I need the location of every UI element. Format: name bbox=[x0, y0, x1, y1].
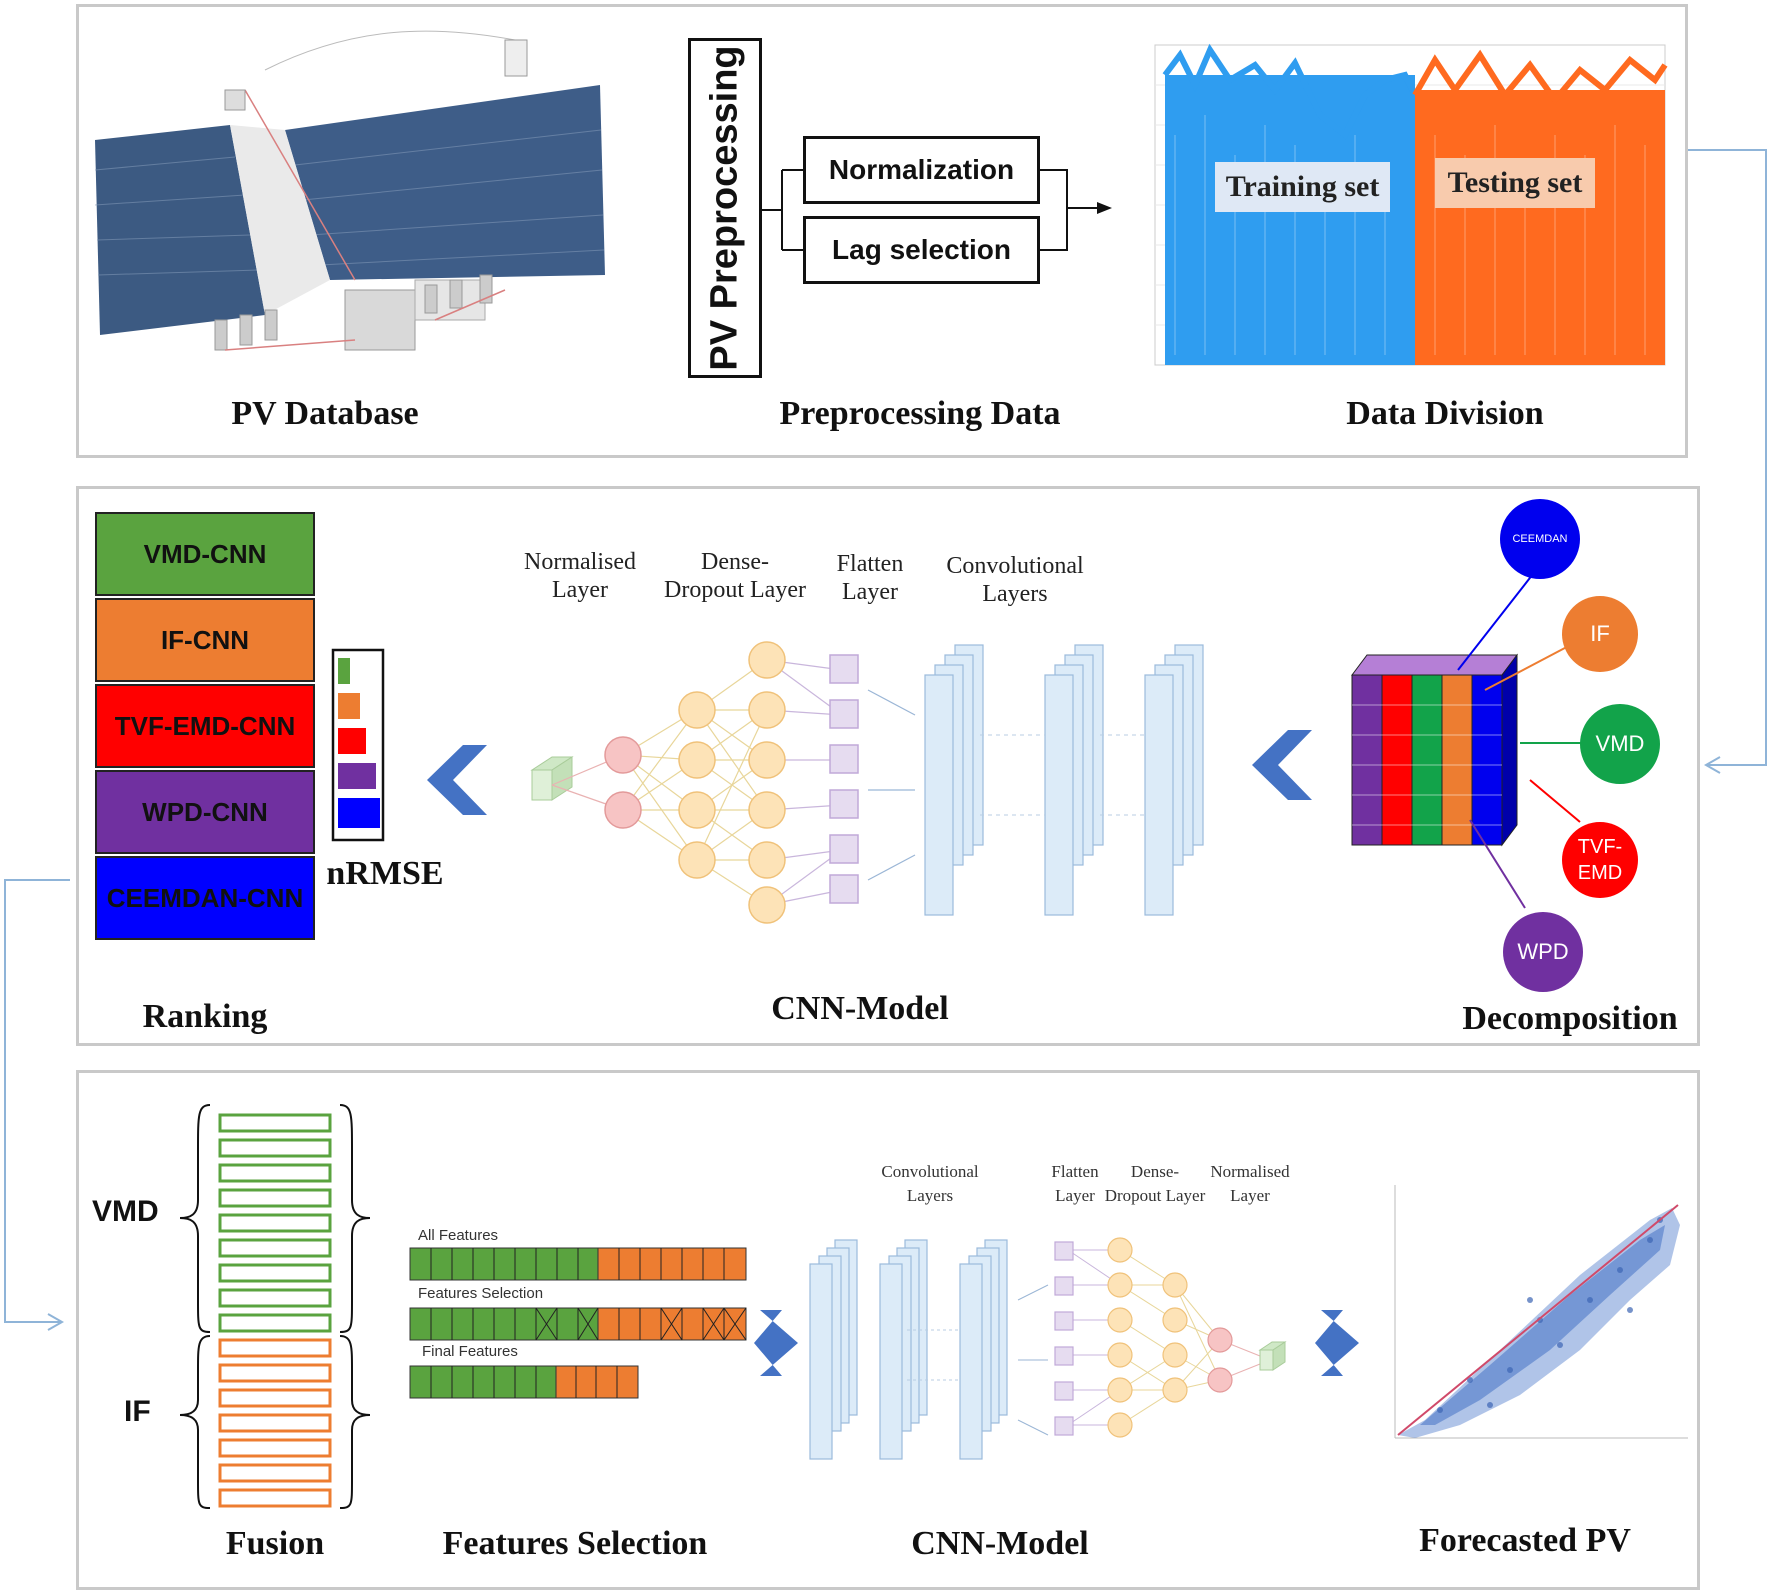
connector-right bbox=[1688, 149, 1767, 774]
forecasted-pv-caption: Forecasted PV bbox=[1419, 1522, 1631, 1559]
chevron-right-icon bbox=[1315, 1310, 1359, 1376]
pv-preprocessing-label: PV Preprocessing bbox=[703, 45, 746, 371]
method-label: VMD bbox=[1595, 731, 1645, 756]
ranking-stack: VMD-CNN IF-CNN TVF-EMD-CNN WPD-CNN CEEMD… bbox=[95, 512, 315, 942]
chevron-left-icon bbox=[427, 745, 487, 815]
convolutional-layers-label-bottom: Convolutional Layers bbox=[881, 1162, 979, 1205]
decomposition-cube bbox=[1351, 653, 1518, 847]
lag-selection-box: Lag selection bbox=[803, 216, 1040, 284]
preprocessing-connectors bbox=[762, 169, 1112, 251]
final-features-label: Final Features bbox=[422, 1343, 518, 1360]
ranking-item: VMD-CNN bbox=[95, 512, 315, 596]
nrmse-bar bbox=[338, 658, 350, 684]
ranking-item: CEEMDAN-CNN bbox=[95, 856, 315, 940]
decomposition-links bbox=[1457, 564, 1588, 909]
method-vmd: VMD bbox=[1580, 704, 1660, 784]
method-label: IF bbox=[1590, 621, 1610, 646]
features-bars bbox=[409, 1247, 747, 1399]
ranking-item: TVF-EMD-CNN bbox=[95, 684, 315, 768]
nrmse-chart bbox=[331, 648, 385, 842]
method-tvf-emd: TVF- EMD bbox=[1562, 822, 1638, 898]
nrmse-label: nRMSE bbox=[326, 855, 444, 892]
ranking-item: WPD-CNN bbox=[95, 770, 315, 854]
preprocessing-caption: Preprocessing Data bbox=[779, 395, 1061, 432]
forecast-scatter-plot bbox=[1380, 1180, 1690, 1450]
method-label: CEEMDAN bbox=[1512, 533, 1568, 545]
method-label: TVF- EMD bbox=[1577, 836, 1623, 884]
nrmse-bar bbox=[338, 798, 380, 828]
vmd-label: VMD bbox=[92, 1195, 159, 1228]
normalised-layer-label: Normalised Layer bbox=[524, 549, 636, 603]
chevron-left-icon bbox=[1252, 730, 1312, 800]
ranking-item-label: WPD-CNN bbox=[142, 796, 268, 827]
normalised-layer-label-bottom: Normalised Layer bbox=[1210, 1162, 1290, 1205]
testing-set-label: Testing set bbox=[1435, 158, 1595, 208]
ranking-item-label: IF-CNN bbox=[160, 624, 250, 655]
dense-dropout-layer-label: Dense- Dropout Layer bbox=[664, 549, 806, 603]
features-selection-caption: Features Selection bbox=[442, 1525, 708, 1562]
flatten-layer-label-bottom: Flatten Layer bbox=[1051, 1162, 1099, 1205]
normalization-box: Normalization bbox=[803, 136, 1040, 204]
ranking-caption: Ranking bbox=[142, 998, 268, 1035]
ranking-item-label: VMD-CNN bbox=[143, 538, 267, 569]
pv-database-caption: PV Database bbox=[231, 395, 419, 432]
pv-preprocessing-box: PV Preprocessing bbox=[688, 38, 762, 378]
method-label: WPD bbox=[1517, 939, 1569, 964]
cnn-network-diagram bbox=[530, 641, 1204, 924]
ranking-item: IF-CNN bbox=[95, 598, 315, 682]
connector-left bbox=[4, 879, 70, 1331]
nrmse-bar bbox=[338, 763, 376, 789]
dense-dropout-layer-label-bottom: Dense- Dropout Layer bbox=[1104, 1162, 1206, 1205]
pv-plant-illustration bbox=[94, 30, 605, 351]
cnn-network-diagram-bottom bbox=[809, 1237, 1287, 1460]
features-selection-label: Features Selection bbox=[418, 1285, 544, 1302]
data-division-caption: Data Division bbox=[1346, 395, 1544, 432]
flatten-layer-label: Flatten Layer bbox=[836, 551, 904, 605]
fusion-caption: Fusion bbox=[225, 1525, 325, 1562]
nrmse-bar bbox=[338, 693, 360, 719]
cnn-model-caption-middle: CNN-Model bbox=[771, 990, 949, 1027]
if-label: IF bbox=[124, 1395, 151, 1428]
method-if: IF bbox=[1562, 596, 1638, 672]
convolutional-layers-label: Convolutional Layers bbox=[946, 553, 1084, 607]
method-ceemdan: CEEMDAN bbox=[1500, 499, 1580, 579]
all-features-label: All Features bbox=[418, 1227, 499, 1244]
fusion-stacks bbox=[179, 1104, 371, 1509]
method-wpd: WPD bbox=[1503, 912, 1583, 992]
chevron-right-icon bbox=[754, 1310, 798, 1376]
decomposition-caption: Decomposition bbox=[1462, 1000, 1678, 1037]
ranking-item-label: CEEMDAN-CNN bbox=[106, 882, 304, 913]
training-set-label: Training set bbox=[1215, 162, 1390, 212]
cnn-model-caption-bottom: CNN-Model bbox=[911, 1525, 1089, 1562]
nrmse-bar bbox=[338, 728, 366, 754]
ranking-item-label: TVF-EMD-CNN bbox=[114, 710, 296, 741]
